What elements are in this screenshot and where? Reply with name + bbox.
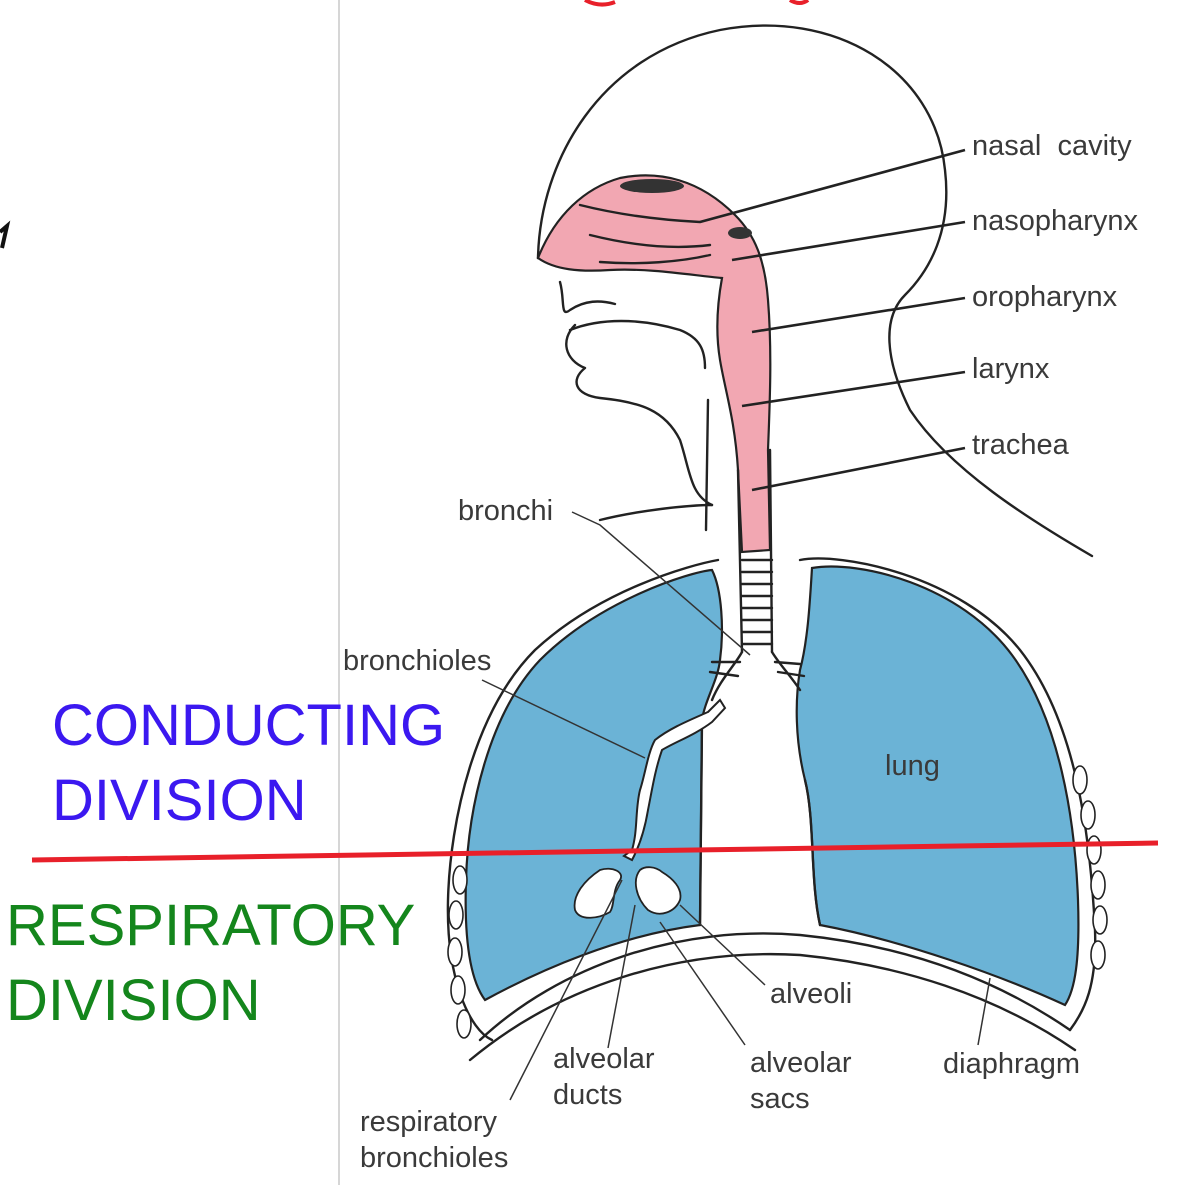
slide-fragment-left	[0, 226, 7, 248]
label-alveolar-sacs-line1: alveolar	[750, 1047, 852, 1079]
label-respiratory-bronchioles-line2: bronchioles	[360, 1142, 508, 1174]
label-alveolar-ducts-line1: alveolar	[553, 1043, 655, 1075]
conducting-division-line1: CONDUCTING	[52, 693, 445, 758]
label-bronchioles: bronchioles	[343, 645, 491, 677]
label-bronchi: bronchi	[458, 495, 553, 527]
label-alveolar-ducts-line2: ducts	[553, 1079, 622, 1111]
nasopharynx-opening-dark	[728, 227, 752, 239]
label-diaphragm: diaphragm	[943, 1048, 1080, 1080]
label-alveoli: alveoli	[770, 978, 852, 1010]
label-larynx: larynx	[972, 353, 1050, 385]
label-lung: lung	[885, 750, 940, 782]
division-labels: CONDUCTING DIVISION RESPIRATORY DIVISION	[6, 693, 445, 1033]
respiratory-division-line1: RESPIRATORY	[6, 893, 415, 958]
main-bronchi	[712, 652, 800, 700]
conducting-division-line2: DIVISION	[52, 768, 307, 833]
label-nasal-cavity: nasal cavity	[972, 130, 1132, 162]
label-respiratory-bronchioles-line1: respiratory	[360, 1106, 497, 1138]
nasal-opening-dark	[620, 179, 684, 193]
respiratory-division-line2: DIVISION	[6, 968, 261, 1033]
label-trachea: trachea	[972, 429, 1070, 461]
label-alveolar-sacs-line2: sacs	[750, 1083, 810, 1115]
bronchi-rings	[710, 662, 804, 676]
label-oropharynx: oropharynx	[972, 281, 1118, 313]
label-nasopharynx: nasopharynx	[972, 205, 1139, 237]
slide-fragment-top	[585, 0, 808, 5]
